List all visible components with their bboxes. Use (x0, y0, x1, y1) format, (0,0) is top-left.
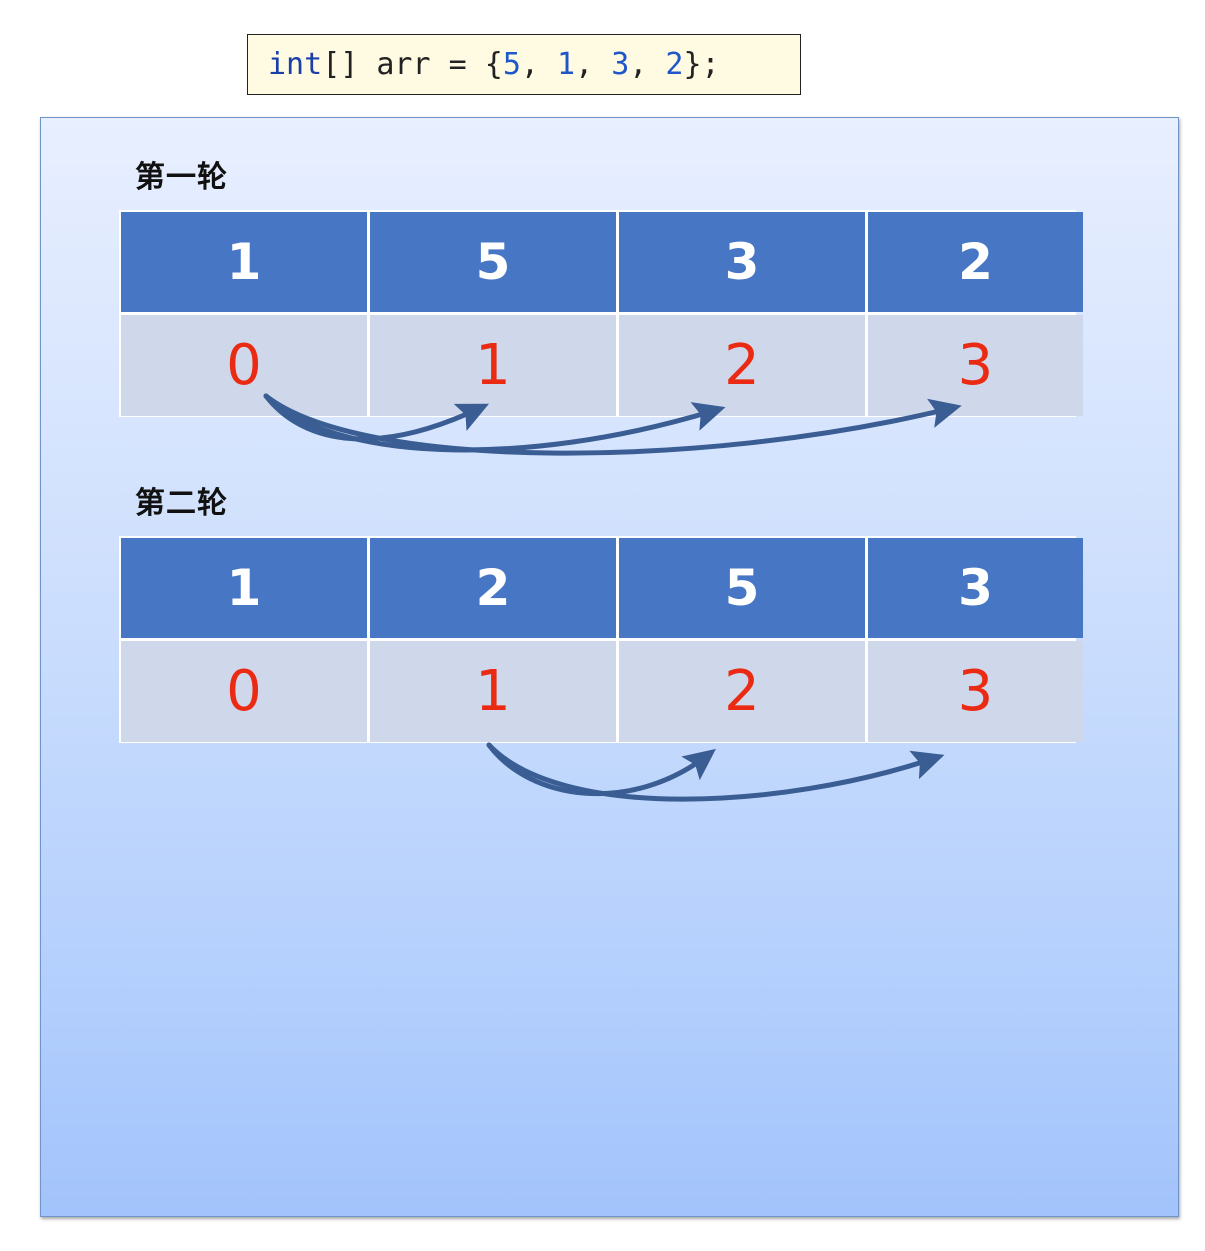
code-separator: , (520, 47, 557, 82)
round-2-index-cell: 1 (370, 641, 616, 742)
round-2-value-cell: 3 (868, 538, 1083, 638)
code-value-3: 2 (665, 47, 684, 82)
round-2-array-table: 1 2 5 3 0 1 2 3 (119, 536, 1083, 743)
round-1-index-cell: 2 (619, 315, 865, 416)
round-1-title: 第一轮 (135, 160, 228, 195)
round-1-value-cell: 2 (868, 212, 1083, 312)
code-separator: , (629, 47, 666, 82)
round-1-index-cell: 1 (370, 315, 616, 416)
round-1-index-cell: 3 (868, 315, 1083, 416)
code-suffix: }; (683, 47, 720, 82)
round-1-index-cell: 0 (121, 315, 367, 416)
round-1-array-table: 1 5 3 2 0 1 2 3 (119, 210, 1083, 417)
round-2-value-cell: 1 (121, 538, 367, 638)
round-1-value-cell: 3 (619, 212, 865, 312)
round-2-index-cell: 0 (121, 641, 367, 742)
code-snippet: int[] arr = {5, 1, 3, 2}; (247, 34, 801, 95)
code-rest-prefix: [] arr = { (322, 47, 503, 82)
code-keyword: int (268, 47, 323, 82)
round-2-value-cell: 2 (370, 538, 616, 638)
round-2-title: 第二轮 (135, 486, 228, 521)
round-2-index-cell: 2 (619, 641, 865, 742)
code-value-0: 5 (502, 47, 521, 82)
round-1-value-cell: 5 (370, 212, 616, 312)
round-2-index-cell: 3 (868, 641, 1083, 742)
code-value-2: 3 (611, 47, 630, 82)
code-value-1: 1 (557, 47, 576, 82)
round-2-value-cell: 5 (619, 538, 865, 638)
round-1-value-cell: 1 (121, 212, 367, 312)
code-separator: , (575, 47, 612, 82)
